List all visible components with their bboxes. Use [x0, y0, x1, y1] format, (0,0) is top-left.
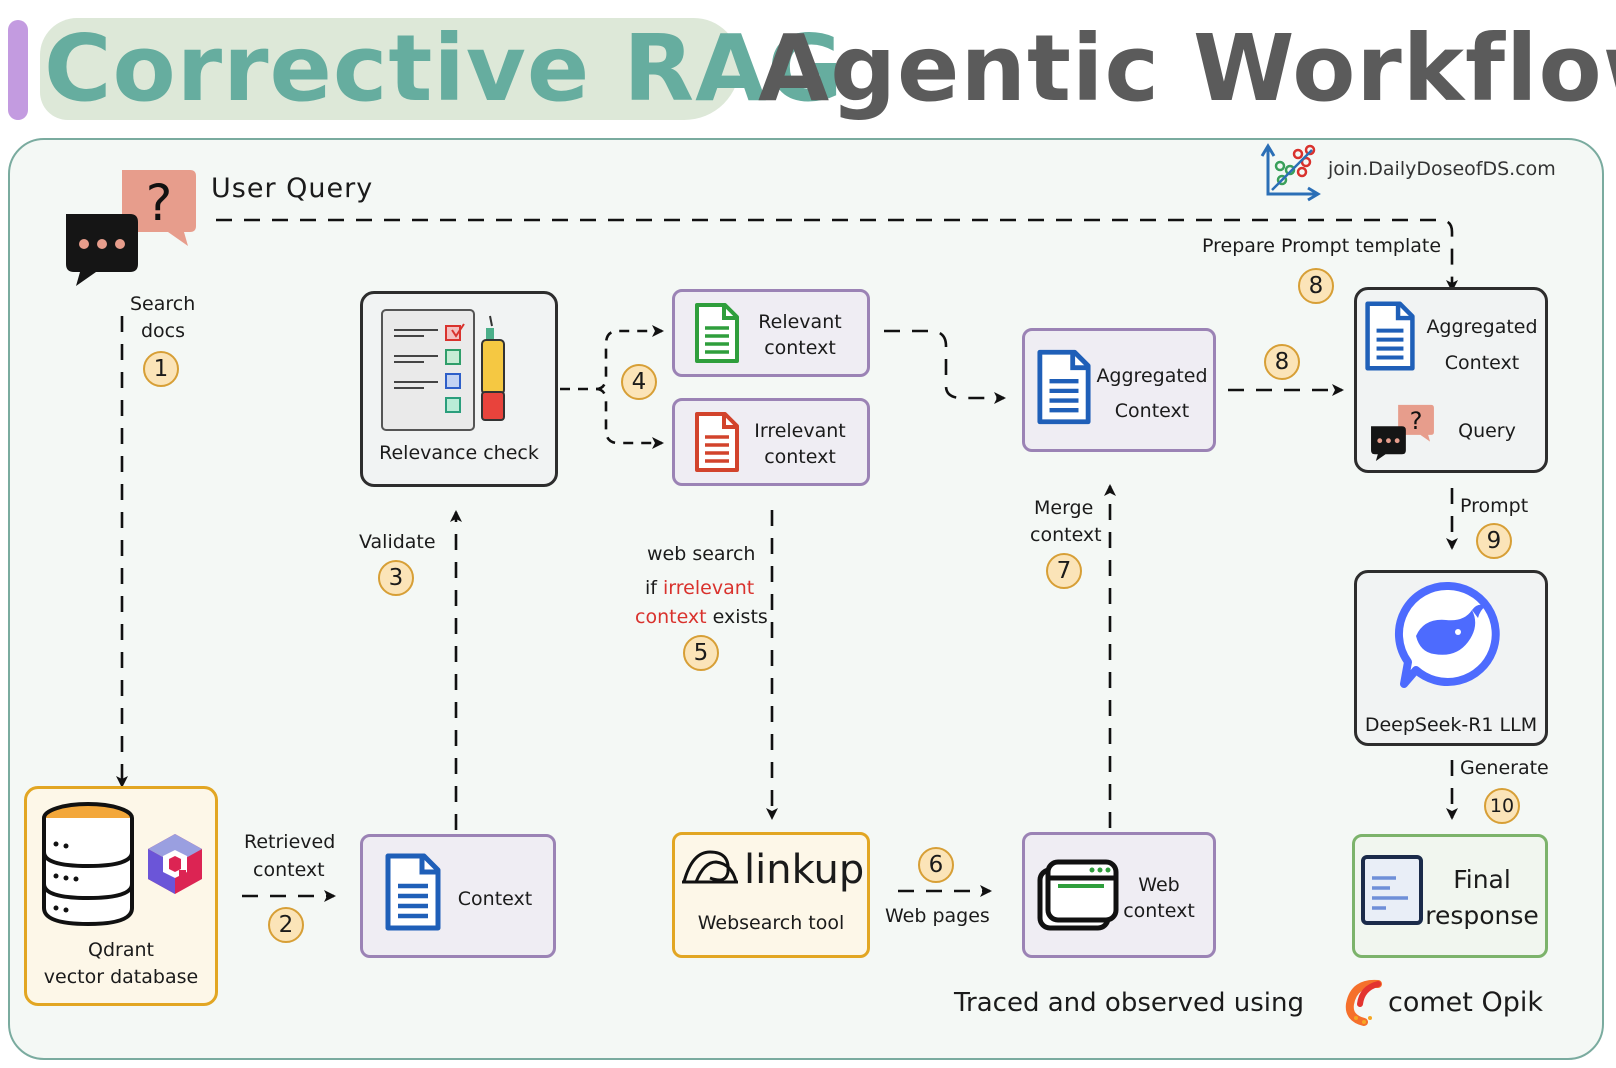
step5-line3: context exists [635, 604, 768, 631]
aggregated-right-line3: Query [1458, 420, 1516, 442]
step8b-number: 8 [1264, 344, 1300, 380]
step8a-label: Prepare Prompt template [1202, 235, 1442, 257]
web-context-line1: Web [1138, 874, 1180, 896]
database-icon [42, 802, 134, 927]
final-response-line1: Final [1453, 865, 1511, 894]
step8a-number: 8 [1298, 268, 1334, 304]
context-label: Context [457, 888, 533, 910]
step4-number: 4 [621, 364, 657, 400]
relevant-context-line1: Relevant [758, 311, 842, 333]
title-part1: Corrective RAG [44, 15, 844, 122]
step2-number: 2 [268, 907, 304, 943]
user-query-label: User Query [211, 173, 374, 204]
document-icon [1365, 301, 1415, 371]
step5-line3-a: context [635, 606, 707, 628]
step5-line3-b: exists [706, 606, 768, 628]
final-response-line2: response [1425, 901, 1539, 930]
step5-number: 5 [683, 635, 719, 671]
step2-label-line1: Retrieved [244, 831, 336, 853]
step10-number: 10 [1484, 788, 1520, 824]
document-icon [1361, 855, 1423, 925]
step5-line1: web search [647, 543, 756, 565]
dailydose-logo-icon [1260, 143, 1321, 202]
aggregated-right-line1: Aggregated [1426, 316, 1538, 338]
step5-line2-a: if [645, 577, 664, 599]
document-icon [695, 303, 739, 363]
deepseek-whale-icon [1394, 581, 1500, 688]
checklist-icon [381, 309, 505, 431]
relevant-context-line2: context [764, 337, 836, 359]
step1-number: 1 [143, 351, 179, 387]
document-icon [385, 853, 441, 931]
step5-line2-b: irrelevant [663, 577, 755, 599]
step9-number: 9 [1476, 523, 1512, 559]
title-part2: Agentic Workflow [758, 15, 1616, 122]
svg-text:?: ? [1410, 407, 1423, 435]
step1-label-line1: Search [130, 293, 196, 315]
step10-label: Generate [1460, 757, 1549, 779]
aggregated-mid-line1: Aggregated [1096, 365, 1208, 387]
title-accent-bar [8, 20, 28, 120]
step2-label-line2: context [253, 859, 325, 881]
step6-number: 6 [918, 847, 954, 883]
step7-label-line1: Merge [1034, 497, 1094, 519]
aggregated-right-line2: Context [1444, 352, 1520, 374]
brand-text[interactable]: join.DailyDoseofDS.com [1328, 158, 1556, 180]
step9-label: Prompt [1460, 495, 1529, 517]
relevance-check-label: Relevance check [379, 442, 539, 464]
linkup-label: Websearch tool [697, 912, 845, 934]
step5-line2: if irrelevant [645, 575, 754, 602]
step3-number: 3 [378, 560, 414, 596]
qdrant-line1: Qdrant [88, 939, 154, 961]
web-context-line2: context [1123, 900, 1195, 922]
linkup-logo-icon [682, 850, 738, 884]
aggregated-mid-line2: Context [1114, 400, 1190, 422]
irrelevant-context-line1: Irrelevant [754, 420, 846, 442]
step7-number: 7 [1046, 553, 1082, 589]
chat-query-icon: ? [1371, 404, 1434, 462]
irrelevant-context-line2: context [764, 446, 836, 468]
browser-window-icon [1037, 859, 1119, 931]
llm-label: DeepSeek-R1 LLM [1364, 714, 1538, 736]
step3-label: Validate [359, 531, 436, 553]
footer-brand: comet Opik [1388, 987, 1543, 1018]
document-icon [695, 412, 739, 472]
chat-query-icon: ? [66, 170, 196, 286]
document-icon [1037, 349, 1091, 425]
step1-label-line2: docs [141, 320, 186, 342]
comet-logo-icon [1345, 979, 1382, 1026]
footer-text: Traced and observed using [954, 988, 1304, 1018]
step6-label: Web pages [885, 905, 990, 927]
title-highlight [40, 18, 740, 120]
step7-label-line2: context [1030, 524, 1102, 546]
linkup-logo-text: linkup [744, 847, 865, 893]
svg-text:?: ? [146, 174, 173, 232]
qdrant-line2: vector database [43, 966, 199, 988]
qdrant-logo-icon [148, 834, 202, 894]
